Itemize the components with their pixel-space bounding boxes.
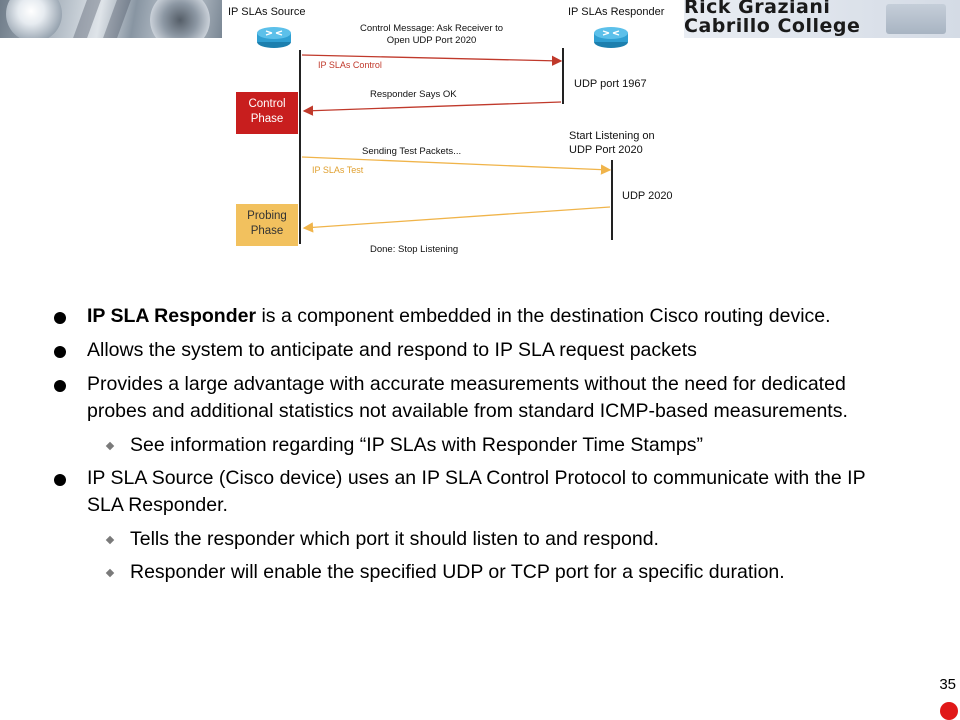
sub-bullet-diamond-icon — [105, 568, 115, 578]
ip-slas-test-tag: IP SLAs Test — [312, 165, 364, 175]
control-phase-line2: Phase — [250, 113, 284, 125]
ip-sla-diagram: IP SLAs Source IP SLAs Responder Control… — [222, 0, 684, 270]
done-stop-listening-label: Done: Stop Listening — [370, 244, 459, 255]
header-photo-disc — [6, 0, 62, 38]
header-banner — [684, 0, 960, 38]
red-dot-icon — [940, 702, 958, 720]
bullet-text: is a component embedded in the destinati… — [256, 305, 831, 327]
sub-bullet-text: Responder will enable the specified UDP … — [130, 561, 785, 583]
start-listening-line2: UDP Port 2020 — [569, 144, 643, 156]
start-listening-line1: Start Listening on — [569, 130, 655, 142]
bullet-dot-icon — [54, 474, 66, 486]
udp-2020-label: UDP 2020 — [622, 190, 673, 202]
bullet-dot-icon — [54, 380, 66, 392]
bullet-dot-icon — [54, 346, 66, 358]
sub-bullet-text: See information regarding “IP SLAs with … — [130, 434, 703, 456]
bullet-text: Allows the system to anticipate and resp… — [87, 339, 697, 361]
responder-ok-arrow — [302, 101, 562, 116]
test-reply-arrow — [302, 206, 611, 233]
sub-bullet-item: Tells the responder which port it should… — [50, 526, 880, 553]
sub-bullet-diamond-icon — [105, 441, 115, 451]
bullet-item: IP SLA Responder is a component embedded… — [50, 303, 880, 330]
bullet-text: Provides a large advantage with accurate… — [87, 373, 848, 422]
probing-phase-box: Probing Phase — [236, 204, 298, 246]
brand-author: Rick Graziani — [684, 0, 831, 18]
header-photo-gear — [150, 0, 210, 38]
probing-phase-line2: Phase — [250, 225, 284, 237]
header-photo — [0, 0, 222, 38]
responder-label: IP SLAs Responder — [568, 6, 665, 18]
sub-bullet-text: Tells the responder which port it should… — [130, 528, 659, 550]
source-label: IP SLAs Source — [228, 6, 306, 18]
control-request-arrow — [301, 54, 563, 66]
bullet-text: IP SLA Source (Cisco device) uses an IP … — [87, 467, 866, 516]
header-photo-stripe — [103, 0, 131, 38]
bullet-item: Provides a large advantage with accurate… — [50, 371, 880, 425]
responder-router-icon — [594, 27, 628, 48]
sub-bullet-item: See information regarding “IP SLAs with … — [50, 432, 880, 459]
control-phase-box: Control Phase — [236, 92, 298, 134]
udp-port-1967-label: UDP port 1967 — [574, 78, 647, 90]
bullet-dot-icon — [54, 312, 66, 324]
page-number: 35 — [939, 676, 956, 693]
responder-says-ok-label: Responder Says OK — [370, 89, 457, 100]
control-message-line2: Open UDP Port 2020 — [386, 35, 477, 46]
bullet-item: Allows the system to anticipate and resp… — [50, 337, 880, 364]
sub-bullet-item: Responder will enable the specified UDP … — [50, 559, 880, 586]
sending-test-packets-label: Sending Test Packets... — [362, 146, 462, 157]
diagram-graphics — [257, 27, 628, 244]
source-router-icon — [257, 27, 291, 48]
control-message-line1: Control Message: Ask Receiver to — [359, 23, 504, 34]
college-seal-icon — [886, 4, 946, 34]
control-phase-line1: Control — [248, 98, 286, 110]
bullet-list: IP SLA Responder is a component embedded… — [50, 303, 880, 592]
start-listening-label: Start Listening on UDP Port 2020 — [569, 129, 655, 157]
brand-title: Rick Graziani Cabrillo College — [684, 0, 860, 36]
header-photo-stripe — [73, 0, 101, 38]
probing-phase-line1: Probing — [247, 210, 287, 222]
ip-slas-control-tag: IP SLAs Control — [318, 60, 382, 70]
bullet-item: IP SLA Source (Cisco device) uses an IP … — [50, 465, 880, 519]
brand-college: Cabrillo College — [684, 15, 861, 37]
bullet-bold-term: IP SLA Responder — [87, 305, 257, 327]
sub-bullet-diamond-icon — [105, 535, 115, 545]
test-packets-arrow — [301, 156, 612, 175]
